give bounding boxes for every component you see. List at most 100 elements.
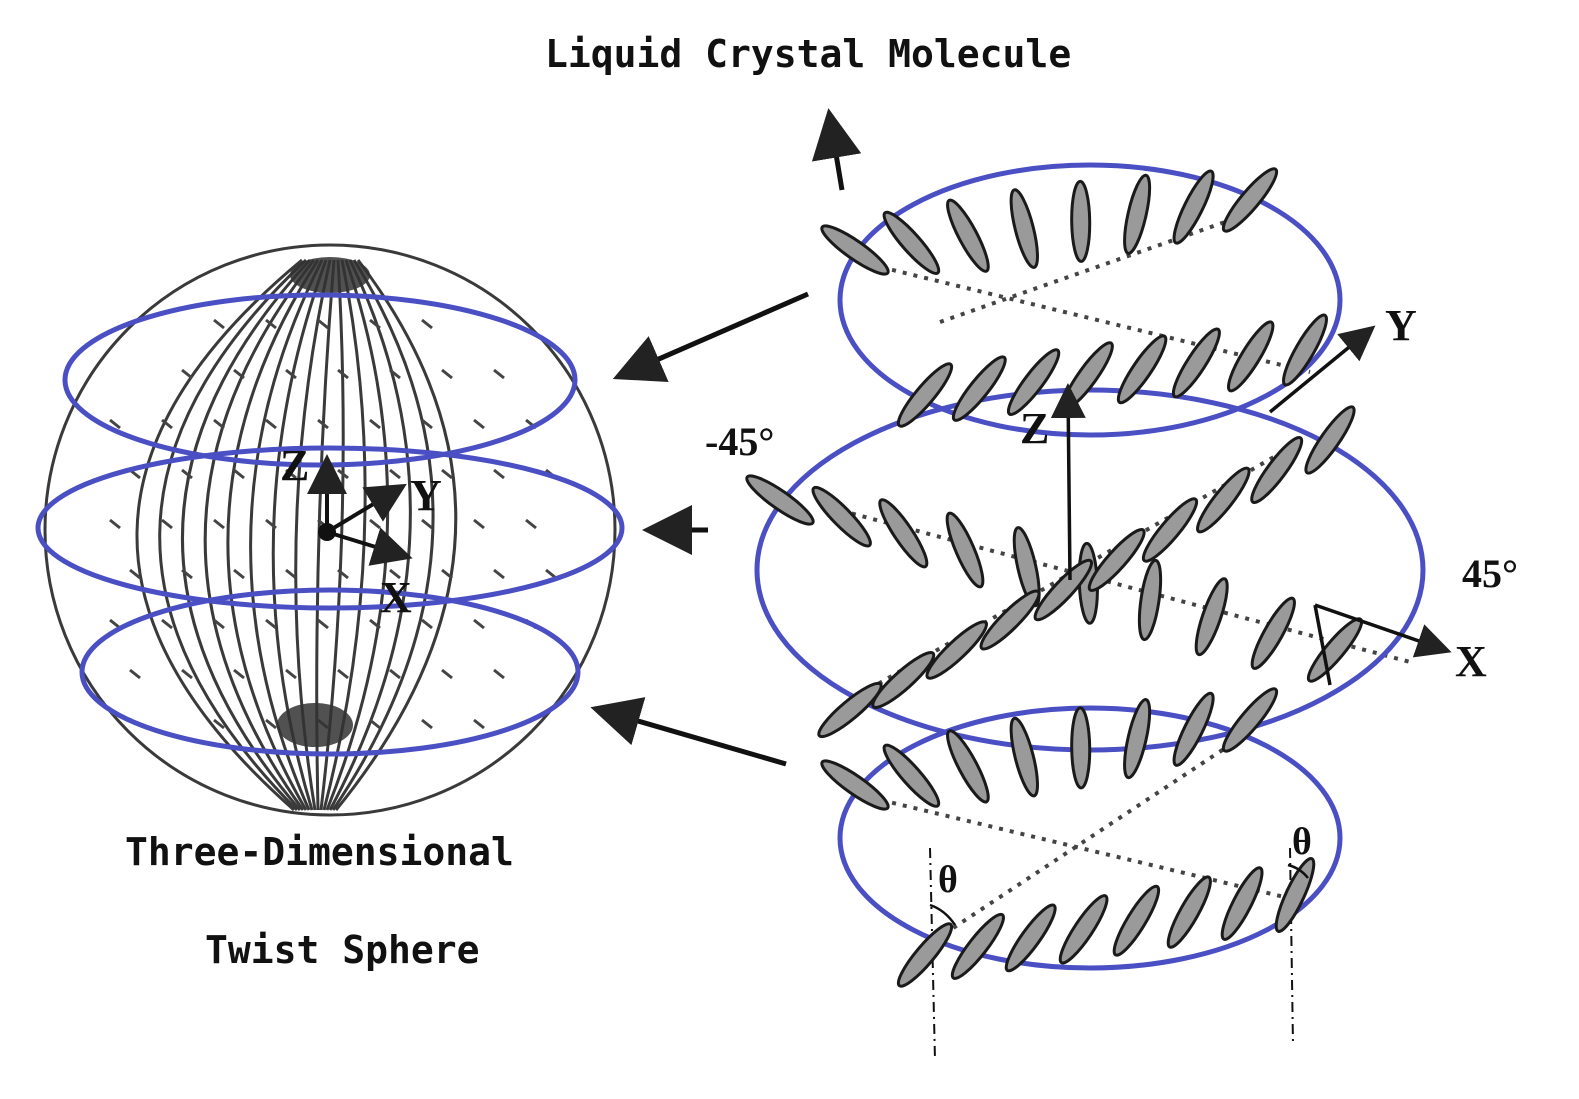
sphere-dash-mark (265, 718, 277, 730)
sphere-meridian-line (203, 259, 316, 811)
sphere-dash-mark (441, 668, 453, 680)
sphere-dash-mark (369, 418, 381, 430)
sphere-dash-mark (473, 518, 485, 530)
sphere-dash-mark (317, 318, 329, 330)
sphere-dash-mark (109, 518, 121, 530)
sphere-meridian-line (135, 258, 303, 812)
title-pointer-arrow (811, 108, 862, 191)
stack-x-axis-arrow (1314, 603, 1452, 658)
sphere-dash-mark (213, 718, 225, 730)
sphere-dash-mark (369, 618, 381, 630)
sphere-dash-mark (233, 368, 245, 380)
liquid-crystal-molecule (1070, 179, 1092, 263)
sphere-meridian-line (334, 259, 458, 811)
stack-x-label: X (1455, 637, 1487, 686)
sphere-dash-mark (233, 468, 245, 480)
liquid-crystal-molecule (1116, 334, 1168, 405)
layer-stack (745, 162, 1452, 1061)
sphere-dash-mark (213, 418, 225, 430)
liquid-crystal-molecule (745, 474, 815, 526)
sphere-dash-mark (337, 368, 349, 380)
sphere-axis-arrows (307, 454, 413, 566)
sphere-dash-mark (441, 468, 453, 480)
sphere-dash-mark (389, 668, 401, 680)
liquid-crystal-molecule (1166, 875, 1212, 949)
liquid-crystal-molecule (946, 198, 990, 273)
sphere-dash-mark (473, 618, 485, 630)
liquid-crystal-molecule (1012, 526, 1041, 608)
liquid-crystal-molecule (946, 729, 990, 804)
stack-y-axis-arrow (1268, 325, 1376, 414)
sphere-dash-mark (369, 318, 381, 330)
liquid-crystal-molecule (1009, 188, 1039, 269)
liquid-crystal-molecule (882, 743, 941, 808)
sphere-dash-mark (337, 568, 349, 580)
sphere-dash-mark (441, 568, 453, 580)
liquid-crystal-molecule (1282, 313, 1328, 387)
bottom-layer-to-sphere-arrow (590, 697, 787, 767)
liquid-crystal-molecule (979, 589, 1041, 651)
liquid-crystal-molecule (1196, 466, 1251, 534)
liquid-crystal-molecule (951, 355, 1007, 422)
sphere-dash-mark (337, 668, 349, 680)
sphere-dash-mark (213, 518, 225, 530)
sphere-dash-mark (369, 518, 381, 530)
liquid-crystal-molecule (1123, 698, 1152, 780)
stack-z-label: Z (1020, 404, 1050, 453)
sphere-dash-mark (213, 318, 225, 330)
sphere-dash-mark (213, 618, 225, 630)
stack-ring-top (837, 162, 1343, 438)
liquid-crystal-molecule (1058, 894, 1109, 965)
sphere-dash-mark (473, 418, 485, 430)
sphere-z-label: Z (280, 441, 310, 490)
liquid-crystal-molecule (1004, 903, 1057, 973)
liquid-crystal-molecule (878, 498, 929, 569)
sphere-dash-mark (233, 568, 245, 580)
liquid-crystal-molecule (1194, 577, 1229, 657)
sphere-dash-mark (421, 418, 433, 430)
liquid-crystal-molecule (1220, 866, 1264, 941)
liquid-crystal-molecule (925, 620, 988, 680)
liquid-crystal-molecule (896, 922, 954, 988)
liquid-crystal-molecule (1250, 435, 1304, 505)
pos-45-angle-label: 45° (1462, 551, 1518, 596)
sphere-dash-mark (265, 318, 277, 330)
pointer-arrows (590, 108, 862, 767)
sphere-ring-bottom (79, 587, 581, 757)
stack-y-label: Y (1385, 301, 1417, 350)
sphere-dash-mark (421, 518, 433, 530)
liquid-crystal-molecule (1221, 167, 1279, 233)
liquid-crystal-molecule (1087, 528, 1146, 592)
sphere-dash-mark (389, 368, 401, 380)
sphere-origin-dot (318, 523, 336, 541)
liquid-crystal-molecule (1304, 405, 1356, 475)
stack-angle-ray (1313, 604, 1332, 686)
sphere-y-label: Y (410, 471, 442, 520)
sphere-meridian-line (331, 259, 435, 811)
south-pole-vortex (277, 703, 353, 747)
liquid-crystal-molecule (1172, 691, 1215, 767)
sphere-dash-mark (525, 518, 537, 530)
sphere-caption-line2: Twist Sphere (205, 928, 480, 972)
sphere-x-axis-arrow (326, 527, 413, 566)
sphere-x-label: X (380, 573, 412, 622)
sphere-dash-mark (285, 468, 297, 480)
liquid-crystal-molecules (745, 167, 1364, 988)
neg-45-angle-label: -45° (705, 419, 775, 464)
sphere-dash-mark (181, 468, 193, 480)
top-layer-to-sphere-arrow (612, 291, 809, 382)
liquid-crystal-molecule (1250, 596, 1296, 670)
north-pole-vortex (290, 257, 370, 293)
sphere-dash-mark (493, 668, 505, 680)
theta-label-right: θ (1292, 821, 1312, 863)
sphere-dash-mark (285, 668, 297, 680)
diagram-title: Liquid Crystal Molecule (545, 32, 1072, 76)
sphere-meridian-line (158, 258, 308, 812)
sphere-dash-mark (389, 468, 401, 480)
sphere-dash-mark (161, 618, 173, 630)
liquid-crystal-molecule (1274, 857, 1316, 933)
sphere-dash-mark (265, 418, 277, 430)
sphere-dash-mark (317, 418, 329, 430)
sphere-caption-line1: Three-Dimensional (125, 830, 514, 874)
sphere-dash-mark (421, 318, 433, 330)
